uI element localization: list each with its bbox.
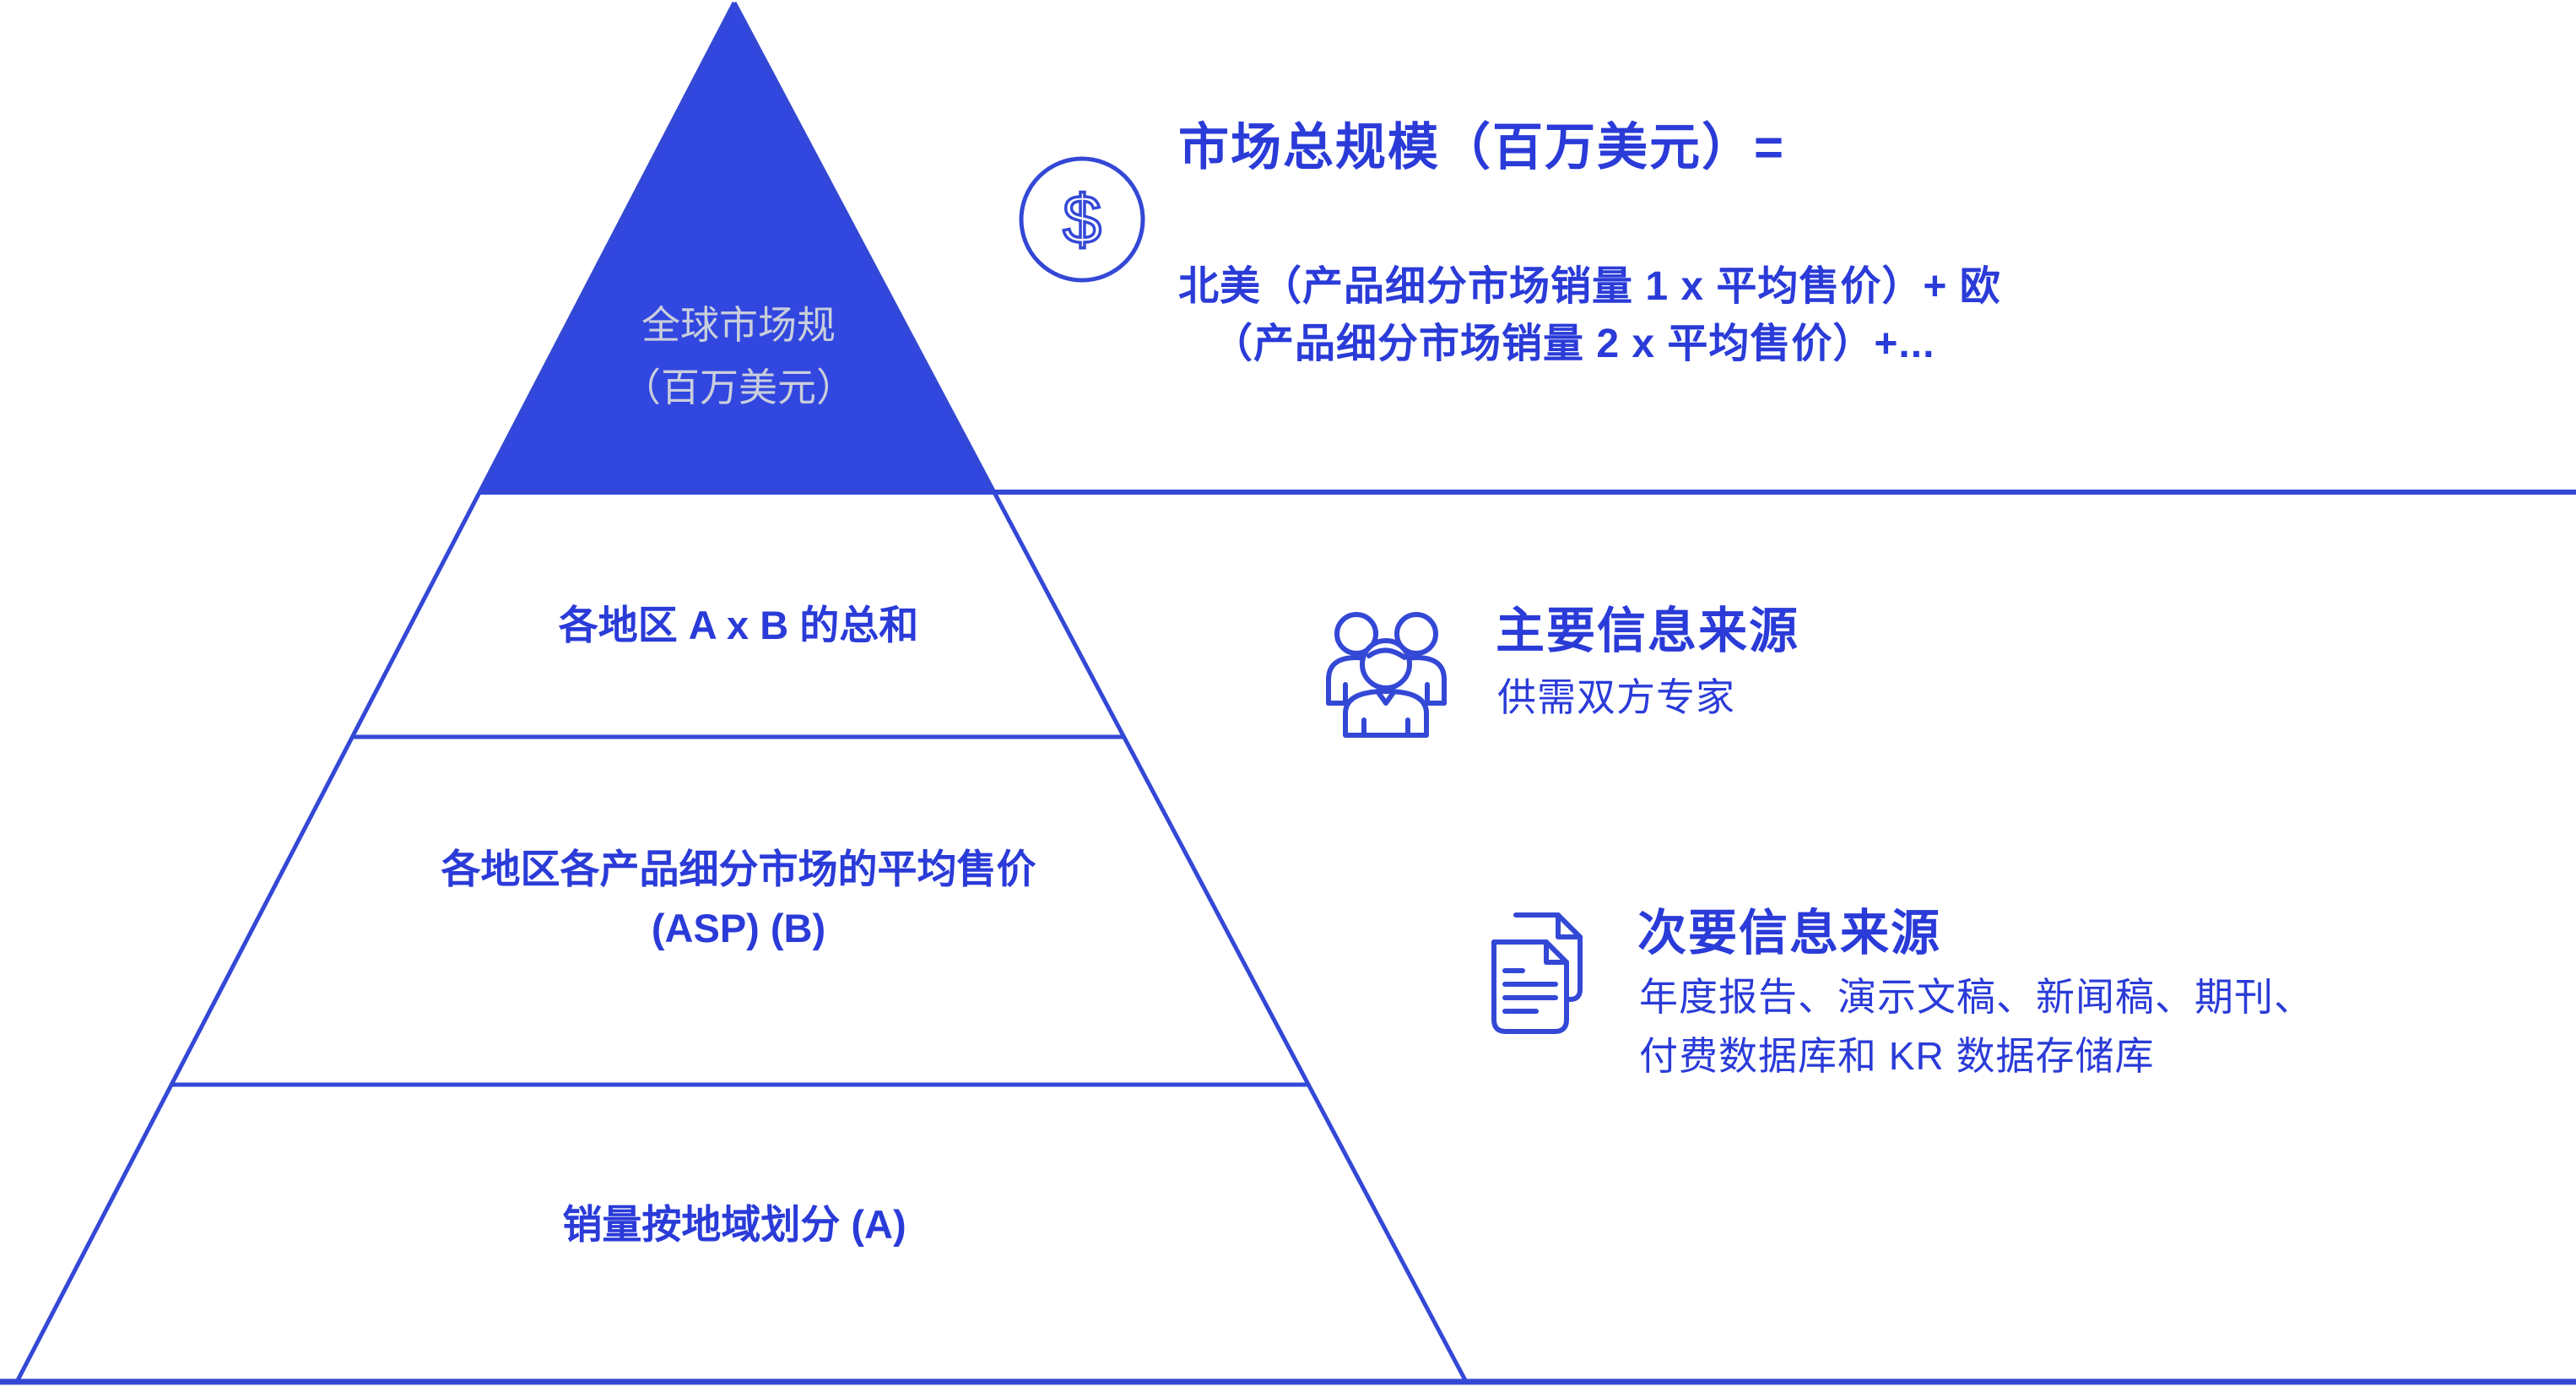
primary-source-title: 主要信息来源 <box>1496 604 1800 658</box>
secondary-source-title: 次要信息来源 <box>1637 906 1942 961</box>
pyramid-level-1-label: 全球市场规 （百万美元） <box>460 294 1017 419</box>
pyramid-level-1-line1: 全球市场规 <box>641 303 836 347</box>
pyramid-top-segment <box>479 3 995 492</box>
primary-source-description: 供需双方专家 <box>1497 675 1735 719</box>
secondary-source-line1: 年度报告、演示文稿、新闻稿、期刊、 <box>1639 975 2314 1019</box>
pyramid-outline <box>14 1 1469 1383</box>
secondary-source-line2: 付费数据库和 KR 数据存储库 <box>1639 1034 2155 1078</box>
secondary-source-description: 年度报告、演示文稿、新闻稿、期刊、 付费数据库和 KR 数据存储库 <box>1639 967 2314 1086</box>
pyramid-level-4-label: 销量按地域划分 (A) <box>562 1202 906 1247</box>
pyramid-level-3-label: 各地区各产品细分市场的平均售价 (ASP) (B) <box>249 840 1228 958</box>
pyramid-level-3-line1: 各地区各产品细分市场的平均售价 <box>441 847 1036 891</box>
formula-line-1: 北美（产品细分市场销量 1 x 平均售价）+ 欧 <box>1178 264 2001 309</box>
dollar-symbol: $ <box>1063 181 1101 258</box>
documents-icon <box>1491 912 1583 1034</box>
market-size-title: 市场总规模（百万美元）= <box>1178 119 1786 176</box>
pyramid-level-2-label: 各地区 A x B 的总和 <box>558 603 919 647</box>
formula-line-2: （产品细分市场销量 2 x 平均售价）+... <box>1212 322 1935 366</box>
people-group-icon <box>1326 612 1447 738</box>
dollar-circle-icon: $ <box>1019 156 1145 283</box>
pyramid-level-3-line2: (ASP) (B) <box>651 906 826 950</box>
market-size-formula: 北美（产品细分市场销量 1 x 平均售价）+ 欧 （产品细分市场销量 2 x 平… <box>1178 258 2001 373</box>
pyramid-level-1-line2: （百万美元） <box>622 365 855 409</box>
